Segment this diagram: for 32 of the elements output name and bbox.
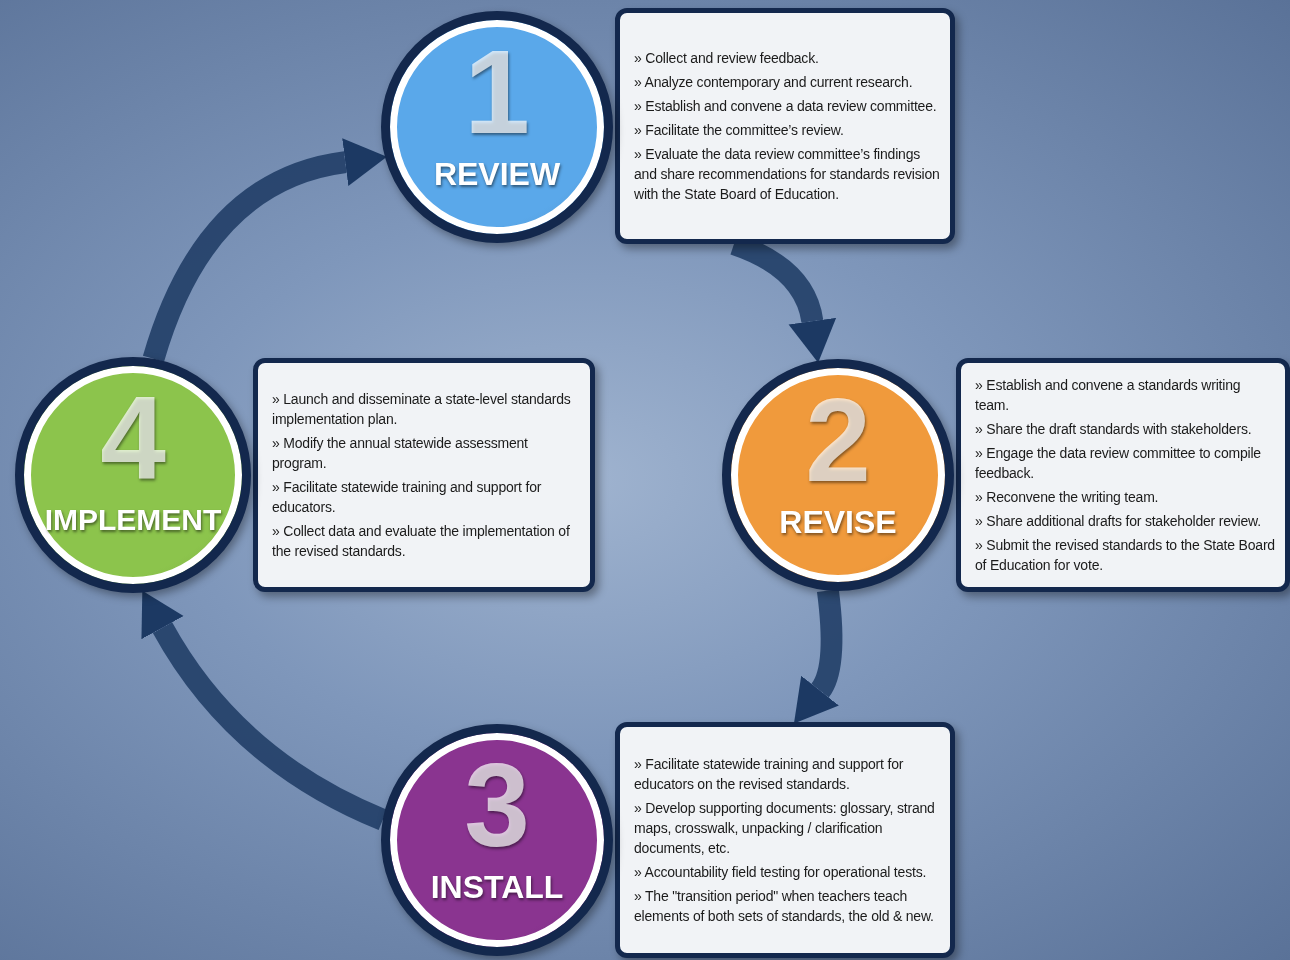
step-card xyxy=(615,8,955,244)
bullet-text: » Launch and disseminate a state-level standards implementation plan. xyxy=(272,390,572,429)
step-number: 3 xyxy=(464,749,530,861)
bullet-text: » Develop supporting documents: glossary, strand maps, crosswalk, unpacking / clarification documents, etc. xyxy=(634,799,936,858)
step-card xyxy=(615,722,955,958)
bullet-text: » Reconvene the writing team. xyxy=(975,488,1160,507)
bullet-text: » Analyze contemporary and current research. xyxy=(634,73,914,92)
bullet-text: » Share the draft standards with stakeholders. xyxy=(975,420,1253,439)
bullet-text: » The "transition period" when teachers teach elements of both sets of standards, the old & new. xyxy=(634,887,935,926)
cycle-arrow xyxy=(143,138,387,363)
step-title: REVIEW xyxy=(433,156,561,192)
bullet-text: » Establish and convene a data review committee. xyxy=(634,97,938,116)
step-number: 1 xyxy=(464,36,530,148)
bullet-text: » Modify the annual statewide assessment program. xyxy=(272,434,529,473)
step-title: REVISE xyxy=(779,504,897,540)
bullet-text: » Evaluate the data review committee’s findings and share recommendations for standards revision with the State Board of Education. xyxy=(634,145,941,204)
bullet-text: » Facilitate statewide training and support for educators. xyxy=(272,478,543,517)
bullet-text: » Facilitate statewide training and support for educators on the revised standards. xyxy=(634,755,905,794)
bullet-text: » Establish and convene a standards writing team. xyxy=(975,376,1242,415)
bullet-text: » Facilitate the committee’s review. xyxy=(634,121,845,140)
bullet-text: » Engage the data review committee to compile feedback. xyxy=(975,444,1262,483)
bullet-text: » Collect data and evaluate the implementation of the revised standards. xyxy=(272,522,571,561)
step-title: IMPLEMENT xyxy=(44,502,222,538)
step-number: 2 xyxy=(805,384,871,496)
step-title: INSTALL xyxy=(430,869,564,905)
step-card xyxy=(253,358,595,592)
step-card xyxy=(956,358,1290,592)
bullet-text: » Collect and review feedback. xyxy=(634,49,820,68)
bullet-text: » Submit the revised standards to the State Board of Education for vote. xyxy=(975,536,1276,575)
bullet-text: » Accountability field testing for operational tests. xyxy=(634,863,928,882)
step-number: 4 xyxy=(100,382,166,494)
bullet-text: » Share additional drafts for stakeholder review. xyxy=(975,512,1262,531)
